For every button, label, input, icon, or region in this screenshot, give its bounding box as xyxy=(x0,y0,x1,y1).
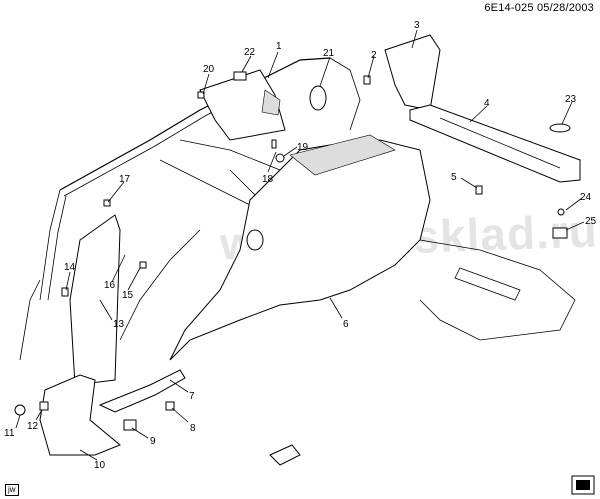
diagram-header: 6E14-025 05/28/2003 xyxy=(484,2,594,14)
sill-trim xyxy=(39,374,121,456)
callout-21: 21 xyxy=(323,48,335,59)
corner-icon xyxy=(571,475,595,495)
callout-17: 17 xyxy=(119,174,131,185)
callout-10: 10 xyxy=(94,460,106,471)
roof-rail-trim xyxy=(409,104,581,183)
callout-12: 12 xyxy=(27,421,39,432)
doc-code: 6E14-025 xyxy=(484,2,534,14)
doc-date: 05/28/2003 xyxy=(536,2,594,14)
upper-pillar-trim xyxy=(199,69,286,141)
scuff-plate xyxy=(98,369,186,413)
callout-labels: 1 2 3 4 5 6 7 8 9 10 11 12 13 14 15 16 1… xyxy=(4,20,597,471)
leader-lines xyxy=(15,29,585,461)
callout-7: 7 xyxy=(189,391,195,402)
callout-25: 25 xyxy=(585,216,597,227)
callout-23: 23 xyxy=(565,94,577,105)
speaker-grille xyxy=(309,85,327,111)
cargo-floor xyxy=(419,239,576,341)
callout-14: 14 xyxy=(64,262,76,273)
callout-3: 3 xyxy=(414,20,420,31)
callout-20: 20 xyxy=(203,64,215,75)
quarter-trim-panel xyxy=(169,134,431,361)
pillar-lower-trim xyxy=(69,214,121,386)
callout-1: 1 xyxy=(276,41,282,52)
callout-8: 8 xyxy=(190,423,196,434)
callout-18: 18 xyxy=(262,174,274,185)
fasteners xyxy=(14,71,571,466)
callout-6: 6 xyxy=(343,319,349,330)
callout-22: 22 xyxy=(244,47,256,58)
callout-24: 24 xyxy=(580,192,592,203)
callout-15: 15 xyxy=(122,290,134,301)
callout-5: 5 xyxy=(451,172,457,183)
callout-2: 2 xyxy=(371,50,377,61)
callout-16: 16 xyxy=(104,280,116,291)
callout-13: 13 xyxy=(113,319,125,330)
callout-19: 19 xyxy=(297,142,309,153)
callout-4: 4 xyxy=(484,98,490,109)
callout-9: 9 xyxy=(150,436,156,447)
callout-11: 11 xyxy=(4,428,15,439)
footer-code: jw xyxy=(5,484,19,496)
